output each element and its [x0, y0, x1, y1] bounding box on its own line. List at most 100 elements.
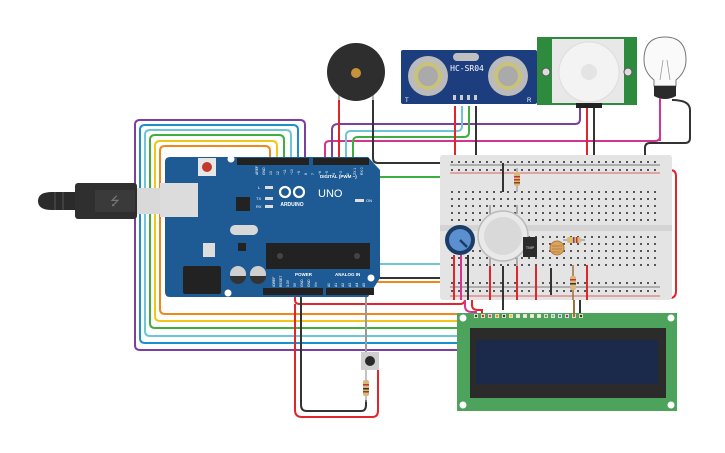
- gas-sensor[interactable]: [477, 205, 529, 266]
- breadboard-hole[interactable]: [556, 161, 558, 163]
- breadboard-hole[interactable]: [542, 282, 544, 284]
- wire-blue-lcd[interactable]: [139, 124, 458, 344]
- breadboard-hole[interactable]: [584, 191, 586, 193]
- pushbutton[interactable]: [361, 352, 379, 376]
- breadboard-hole[interactable]: [605, 169, 607, 171]
- breadboard-hole[interactable]: [654, 191, 656, 193]
- breadboard-hole[interactable]: [640, 161, 642, 163]
- breadboard-hole[interactable]: [542, 212, 544, 214]
- breadboard-hole[interactable]: [458, 169, 460, 171]
- breadboard-hole[interactable]: [479, 250, 481, 252]
- breadboard-hole[interactable]: [563, 198, 565, 200]
- breadboard-hole[interactable]: [535, 161, 537, 163]
- breadboard-hole[interactable]: [528, 169, 530, 171]
- breadboard-hole[interactable]: [458, 219, 460, 221]
- breadboard-hole[interactable]: [647, 282, 649, 284]
- breadboard-hole[interactable]: [577, 282, 579, 284]
- breadboard-hole[interactable]: [465, 169, 467, 171]
- breadboard-hole[interactable]: [472, 282, 474, 284]
- breadboard-hole[interactable]: [486, 191, 488, 193]
- breadboard-hole[interactable]: [514, 290, 516, 292]
- breadboard-hole[interactable]: [451, 264, 453, 266]
- breadboard-hole[interactable]: [584, 205, 586, 207]
- breadboard-hole[interactable]: [612, 161, 614, 163]
- breadboard-hole[interactable]: [521, 169, 523, 171]
- breadboard-hole[interactable]: [619, 219, 621, 221]
- breadboard-hole[interactable]: [633, 257, 635, 259]
- breadboard-hole[interactable]: [486, 161, 488, 163]
- breadboard-hole[interactable]: [521, 212, 523, 214]
- wire-orange-lcd[interactable]: [159, 145, 458, 315]
- breadboard-hole[interactable]: [535, 198, 537, 200]
- breadboard-hole[interactable]: [500, 264, 502, 266]
- breadboard-hole[interactable]: [570, 161, 572, 163]
- breadboard-hole[interactable]: [514, 161, 516, 163]
- breadboard-hole[interactable]: [633, 243, 635, 245]
- breadboard-hole[interactable]: [591, 161, 593, 163]
- breadboard-hole[interactable]: [472, 219, 474, 221]
- breadboard-hole[interactable]: [507, 264, 509, 266]
- breadboard-hole[interactable]: [598, 290, 600, 292]
- breadboard-hole[interactable]: [598, 264, 600, 266]
- breadboard-hole[interactable]: [626, 282, 628, 284]
- breadboard-hole[interactable]: [465, 219, 467, 221]
- breadboard-hole[interactable]: [633, 219, 635, 221]
- breadboard-hole[interactable]: [507, 161, 509, 163]
- breadboard-hole[interactable]: [514, 169, 516, 171]
- breadboard-hole[interactable]: [451, 212, 453, 214]
- breadboard-hole[interactable]: [472, 169, 474, 171]
- breadboard-hole[interactable]: [535, 257, 537, 259]
- breadboard-hole[interactable]: [591, 264, 593, 266]
- breadboard-hole[interactable]: [528, 264, 530, 266]
- photoresistor[interactable]: [549, 240, 565, 256]
- breadboard-hole[interactable]: [577, 212, 579, 214]
- breadboard-hole[interactable]: [654, 236, 656, 238]
- breadboard-hole[interactable]: [479, 212, 481, 214]
- breadboard-hole[interactable]: [598, 205, 600, 207]
- breadboard-hole[interactable]: [633, 161, 635, 163]
- breadboard-hole[interactable]: [472, 257, 474, 259]
- breadboard-hole[interactable]: [465, 161, 467, 163]
- breadboard-hole[interactable]: [640, 169, 642, 171]
- breadboard-hole[interactable]: [605, 243, 607, 245]
- breadboard-hole[interactable]: [654, 161, 656, 163]
- breadboard-hole[interactable]: [542, 257, 544, 259]
- breadboard-hole[interactable]: [633, 264, 635, 266]
- breadboard-hole[interactable]: [577, 264, 579, 266]
- breadboard-hole[interactable]: [640, 198, 642, 200]
- breadboard-hole[interactable]: [507, 282, 509, 284]
- breadboard-hole[interactable]: [619, 161, 621, 163]
- breadboard-hole[interactable]: [647, 198, 649, 200]
- breadboard-hole[interactable]: [640, 282, 642, 284]
- breadboard-hole[interactable]: [514, 212, 516, 214]
- breadboard-hole[interactable]: [479, 198, 481, 200]
- breadboard-hole[interactable]: [451, 161, 453, 163]
- wire-cyan-lcd[interactable]: [144, 129, 458, 337]
- breadboard-hole[interactable]: [479, 264, 481, 266]
- breadboard-hole[interactable]: [451, 290, 453, 292]
- breadboard-hole[interactable]: [458, 212, 460, 214]
- breadboard-hole[interactable]: [591, 205, 593, 207]
- breadboard-hole[interactable]: [563, 243, 565, 245]
- breadboard-hole[interactable]: [605, 236, 607, 238]
- breadboard-hole[interactable]: [654, 290, 656, 292]
- breadboard-hole[interactable]: [493, 205, 495, 207]
- breadboard-hole[interactable]: [458, 264, 460, 266]
- breadboard-hole[interactable]: [556, 219, 558, 221]
- breadboard-hole[interactable]: [465, 264, 467, 266]
- breadboard-hole[interactable]: [458, 161, 460, 163]
- breadboard-hole[interactable]: [542, 290, 544, 292]
- breadboard-hole[interactable]: [479, 161, 481, 163]
- breadboard-hole[interactable]: [598, 236, 600, 238]
- breadboard-hole[interactable]: [619, 198, 621, 200]
- breadboard-hole[interactable]: [633, 236, 635, 238]
- breadboard-hole[interactable]: [626, 212, 628, 214]
- breadboard-hole[interactable]: [458, 290, 460, 292]
- breadboard-hole[interactable]: [500, 282, 502, 284]
- breadboard-hole[interactable]: [535, 264, 537, 266]
- breadboard-hole[interactable]: [465, 282, 467, 284]
- breadboard-hole[interactable]: [640, 205, 642, 207]
- breadboard-hole[interactable]: [465, 212, 467, 214]
- breadboard-hole[interactable]: [458, 282, 460, 284]
- breadboard-hole[interactable]: [633, 250, 635, 252]
